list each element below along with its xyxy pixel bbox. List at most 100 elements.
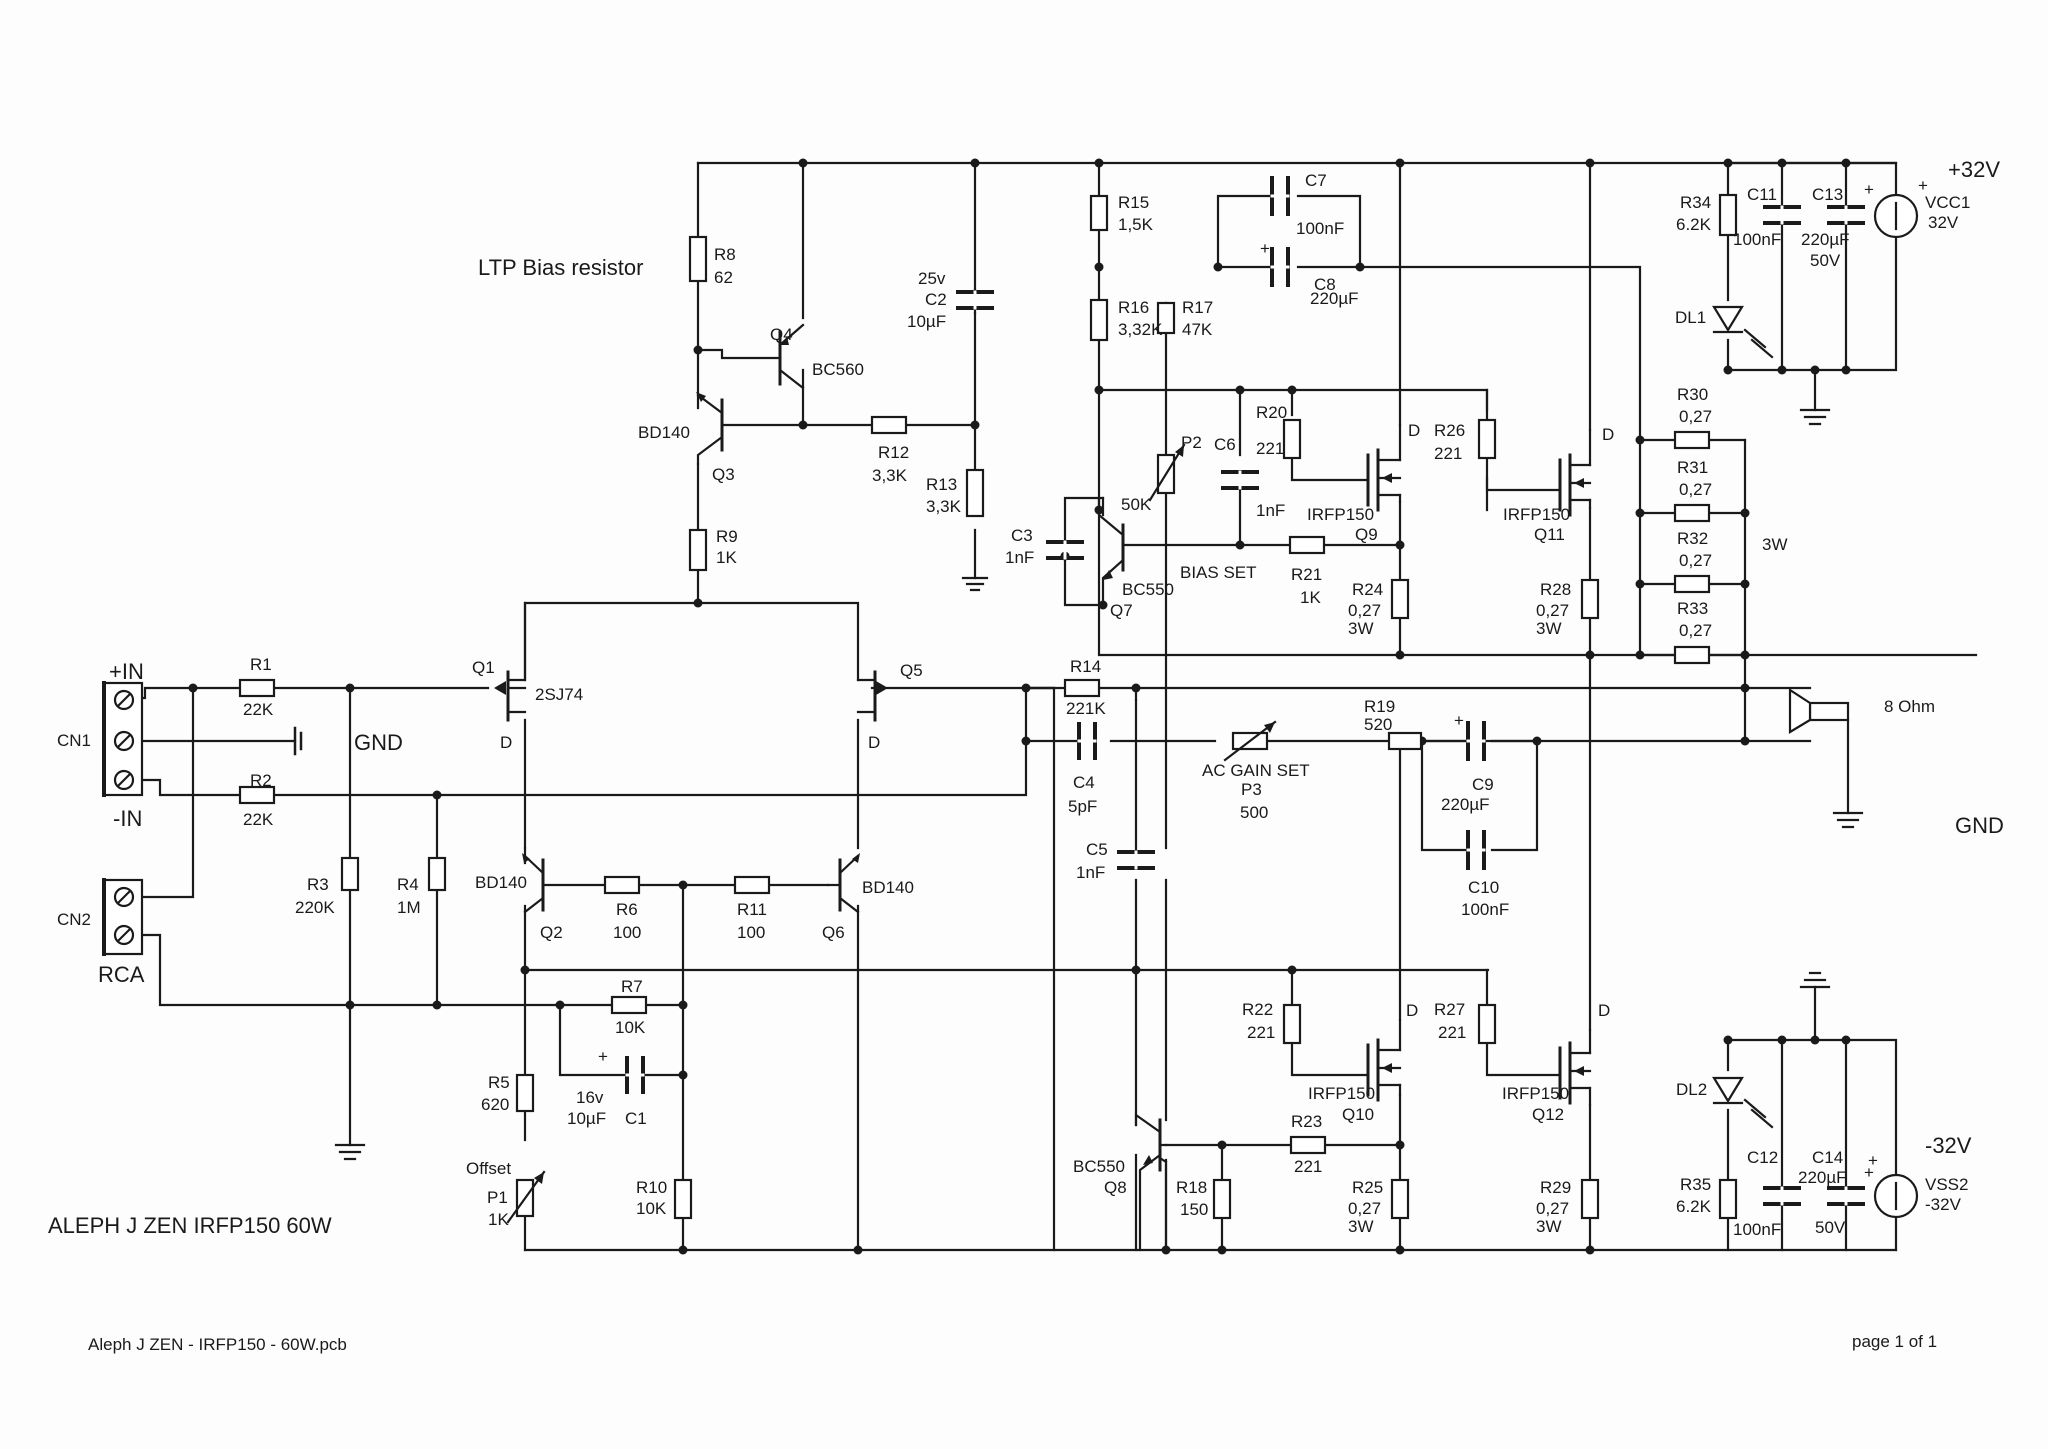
resistor-r32 bbox=[1673, 574, 1711, 594]
r14-ref-label: R14 bbox=[1070, 657, 1101, 676]
r24-val-label: 0,27 bbox=[1348, 601, 1381, 620]
r11-val-label: 100 bbox=[737, 923, 765, 942]
schematic-title: ALEPH J ZEN IRFP150 60W bbox=[48, 1213, 332, 1238]
ground-symbols bbox=[293, 408, 1864, 1161]
r6-val-label: 100 bbox=[613, 923, 641, 942]
r15-ref-label: R15 bbox=[1118, 193, 1149, 212]
led-dl1 bbox=[1712, 305, 1774, 359]
c4-val-label: 5pF bbox=[1068, 797, 1097, 816]
c9-val-label: 220µF bbox=[1441, 795, 1490, 814]
resistor-r22 bbox=[1282, 1003, 1302, 1045]
c13-ref-label: C13 bbox=[1812, 185, 1843, 204]
resistor-r12 bbox=[870, 415, 908, 435]
resistor-r23 bbox=[1289, 1135, 1327, 1155]
r26-val-label: 221 bbox=[1434, 444, 1462, 463]
speaker bbox=[1788, 687, 1850, 734]
resistor-r27 bbox=[1477, 1003, 1497, 1045]
vss2-val-label: -32V bbox=[1925, 1195, 1962, 1214]
plus-label-label: + bbox=[1454, 711, 1464, 730]
offset-label: Offset bbox=[466, 1159, 511, 1178]
r29-ref-label: R29 bbox=[1540, 1178, 1571, 1197]
cn2-label: CN2 bbox=[57, 910, 91, 929]
transistors bbox=[494, 323, 1592, 1252]
r24-ref-label: R24 bbox=[1352, 580, 1383, 599]
r25-w-label: 3W bbox=[1348, 1217, 1374, 1236]
r5-ref-label: R5 bbox=[488, 1073, 510, 1092]
c1-ref-label: C1 bbox=[625, 1109, 647, 1128]
r28-val-label: 0,27 bbox=[1536, 601, 1569, 620]
r31-ref-label: R31 bbox=[1677, 458, 1708, 477]
q7-ref-label: Q7 bbox=[1110, 601, 1133, 620]
jfet-q1 bbox=[494, 601, 527, 722]
mosfet-q12 bbox=[1558, 1028, 1592, 1107]
c14-ref-label: C14 bbox=[1812, 1148, 1843, 1167]
q12-ref-label: Q12 bbox=[1532, 1105, 1564, 1124]
bias-set-label: BIAS SET bbox=[1180, 563, 1257, 582]
q2-ref-label: Q2 bbox=[540, 923, 563, 942]
r3-ref-label: R3 bbox=[307, 875, 329, 894]
r22-ref-label: R22 bbox=[1242, 1000, 1273, 1019]
r13-val-label: 3,3K bbox=[926, 497, 962, 516]
p2-val-label: 50K bbox=[1121, 495, 1152, 514]
resistor-r26 bbox=[1477, 418, 1497, 460]
r35-val-label: 6.2K bbox=[1676, 1197, 1712, 1216]
c11-ref-label: C11 bbox=[1747, 185, 1777, 204]
c9-ref-label: C9 bbox=[1472, 775, 1494, 794]
r15-val-label: 1,5K bbox=[1118, 215, 1154, 234]
resistor-r16 bbox=[1089, 298, 1109, 342]
d-label-label: D bbox=[1602, 425, 1614, 444]
plus-label-label: + bbox=[1864, 1163, 1874, 1182]
c1-v-label: 16v bbox=[576, 1088, 604, 1107]
r25-ref-label: R25 bbox=[1352, 1178, 1383, 1197]
resistor-r19 bbox=[1387, 731, 1423, 751]
r28-ref-label: R28 bbox=[1540, 580, 1571, 599]
wires bbox=[140, 161, 1978, 1252]
r11-ref-label: R11 bbox=[737, 900, 767, 919]
resistor-r31 bbox=[1673, 503, 1711, 523]
resistor-r28 bbox=[1580, 578, 1600, 620]
r13-ref-label: R13 bbox=[926, 475, 957, 494]
r16-val-label: 3,32K bbox=[1118, 320, 1163, 339]
c10-ref-label: C10 bbox=[1468, 878, 1499, 897]
r20-val-label: 221 bbox=[1256, 439, 1284, 458]
r25-val-label: 0,27 bbox=[1348, 1199, 1381, 1218]
r35-ref-label: R35 bbox=[1680, 1175, 1711, 1194]
r32-val-label: 0,27 bbox=[1679, 551, 1712, 570]
q2-part-label: BD140 bbox=[475, 873, 527, 892]
q12-part-label: IRFP150 bbox=[1502, 1084, 1569, 1103]
q9-ref-label: Q9 bbox=[1355, 525, 1378, 544]
q8-part-label: BC550 bbox=[1073, 1157, 1125, 1176]
resistor-r33 bbox=[1673, 645, 1711, 665]
gnd-label-right: GND bbox=[1955, 813, 2004, 838]
r7-ref-label: R7 bbox=[621, 977, 643, 996]
q3-part-label: BD140 bbox=[638, 423, 690, 442]
r16-ref-label: R16 bbox=[1118, 298, 1149, 317]
resistor-r18 bbox=[1212, 1178, 1232, 1220]
r20-ref-label: R20 bbox=[1256, 403, 1287, 422]
resistor-r11 bbox=[733, 875, 771, 895]
r12-val-label: 3,3K bbox=[872, 466, 908, 485]
r29-val-label: 0,27 bbox=[1536, 1199, 1569, 1218]
mosfet-q11 bbox=[1558, 428, 1592, 517]
plus-label-label: + bbox=[598, 1047, 608, 1066]
c13-val-label: 220µF bbox=[1801, 230, 1850, 249]
resistor-r25 bbox=[1390, 1178, 1410, 1220]
c10-val-label: 100nF bbox=[1461, 900, 1509, 919]
r2-val-label: 22K bbox=[243, 810, 274, 829]
r26-ref-label: R26 bbox=[1434, 421, 1465, 440]
plus-in-label: +IN bbox=[109, 659, 144, 684]
ac-gain-label: AC GAIN SET bbox=[1202, 761, 1310, 780]
r23-val-label: 221 bbox=[1294, 1157, 1322, 1176]
r18-ref-label: R18 bbox=[1176, 1178, 1207, 1197]
supplies bbox=[1873, 193, 1919, 1219]
resistor-r17 bbox=[1156, 301, 1176, 335]
r32-ref-label: R32 bbox=[1677, 529, 1708, 548]
r34-val-label: 6.2K bbox=[1676, 215, 1712, 234]
plus-label-label: + bbox=[1868, 1151, 1878, 1170]
r30-ref-label: R30 bbox=[1677, 385, 1708, 404]
q3-ref-label: Q3 bbox=[712, 465, 735, 484]
connectors bbox=[102, 681, 144, 956]
jfet-q5 bbox=[856, 670, 888, 722]
